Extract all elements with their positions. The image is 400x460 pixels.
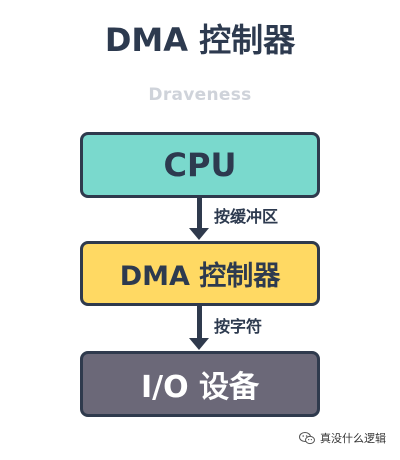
diagram-subtitle: Draveness	[148, 85, 252, 105]
wechat-icon	[299, 432, 315, 445]
arrow-dma-to-io-shaft	[197, 306, 202, 340]
arrow-cpu-to-dma-shaft	[197, 198, 202, 230]
cpu-box-label: CPU	[163, 146, 237, 184]
arrow-down-icon	[189, 338, 209, 350]
io-device-box-label: I/O 设备	[140, 370, 260, 405]
arrow-label-dma-to-io: 按字符	[214, 317, 263, 336]
arrow-down-icon	[189, 228, 209, 240]
arrow-label-cpu-to-dma: 按缓冲区	[214, 207, 279, 226]
io-device-box: I/O 设备	[80, 351, 320, 417]
cpu-box: CPU	[80, 132, 320, 198]
dma-controller-box-label: DMA 控制器	[119, 261, 281, 292]
watermark: 真没什么逻辑	[299, 430, 386, 446]
dma-controller-box: DMA 控制器	[80, 241, 320, 306]
diagram-title: DMA 控制器	[104, 21, 296, 59]
watermark-text: 真没什么逻辑	[320, 432, 386, 445]
